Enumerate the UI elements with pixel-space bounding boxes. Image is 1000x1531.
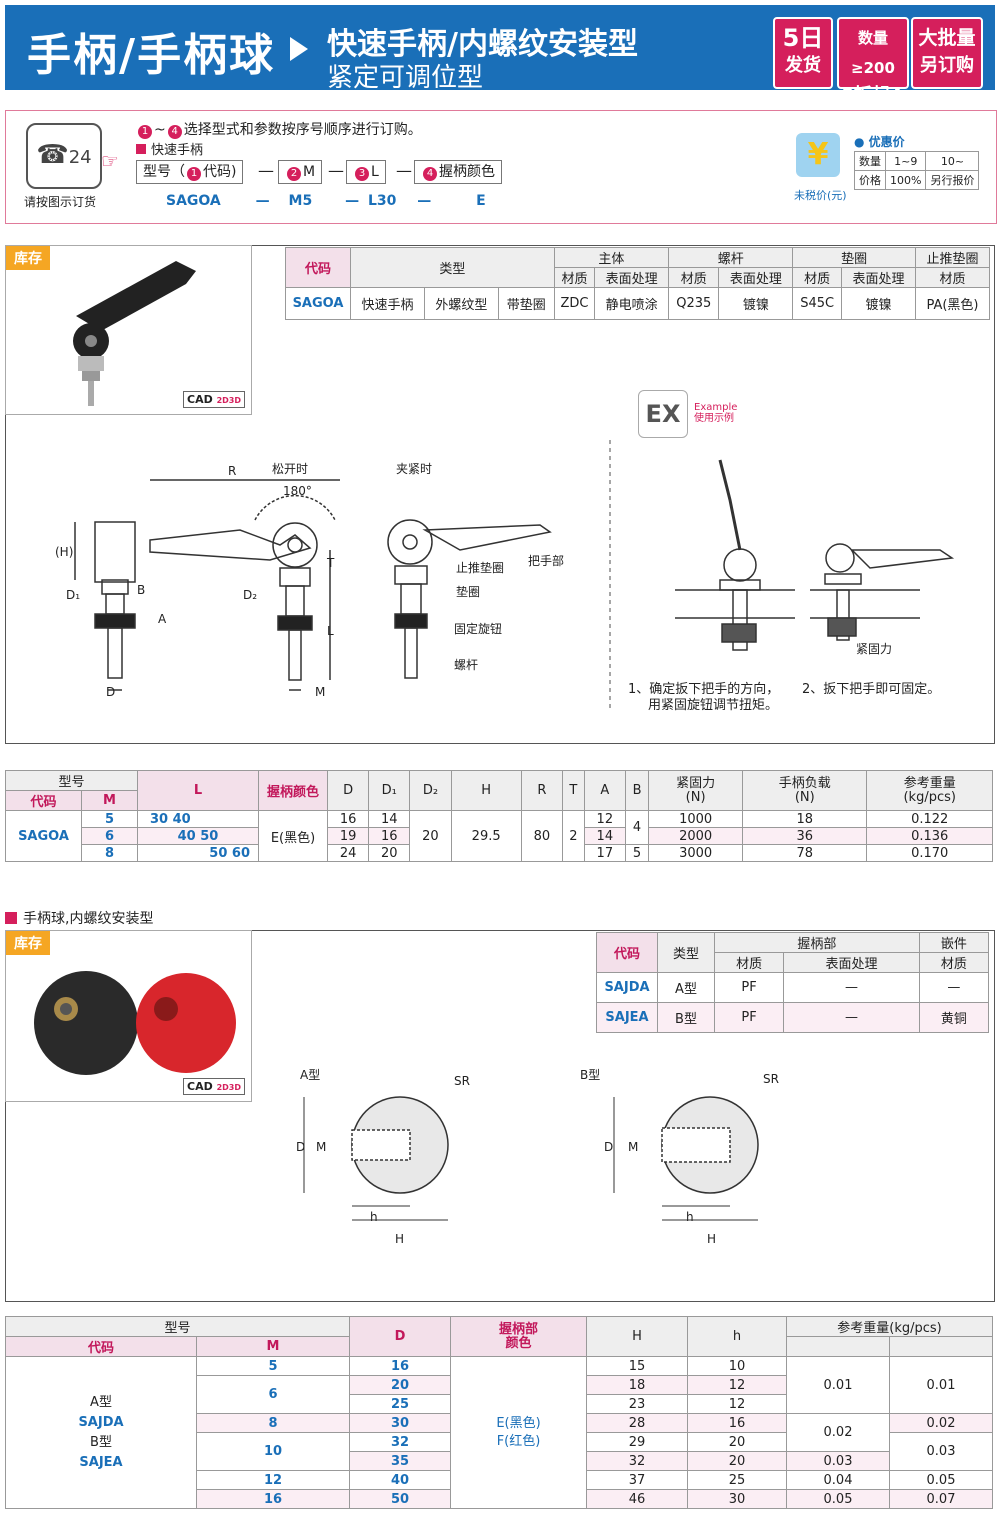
- label-closed: 夹紧时: [396, 462, 433, 476]
- label-force: 紧固力: [856, 642, 893, 656]
- dim-d: D: [106, 685, 116, 699]
- handle-product-image: [73, 261, 196, 406]
- dim-d1: D₁: [66, 588, 81, 602]
- dim-b: B: [137, 583, 146, 597]
- order-phone-label: 请按图示订货: [24, 195, 97, 209]
- dim-h-b: H: [707, 1232, 717, 1246]
- part-washer: 垫圈: [456, 585, 481, 599]
- section2-title: 手柄球,内螺纹安装型: [5, 908, 153, 928]
- dim-a: A: [158, 612, 167, 626]
- part-stop-washer: 止推垫圈: [456, 561, 505, 575]
- part-screw: 螺杆: [454, 658, 479, 672]
- part-handle: 把手部: [528, 554, 565, 568]
- label-type-a: A型: [300, 1068, 321, 1082]
- price-title: ● 优惠价: [854, 135, 905, 149]
- dim-m-a: M: [316, 1140, 327, 1154]
- dim-h-a: H: [395, 1232, 405, 1246]
- dim-angle: 180°: [283, 484, 312, 498]
- dim-m: M: [315, 685, 326, 699]
- dim-r: R: [228, 464, 237, 478]
- stock-label: 库存: [6, 931, 50, 955]
- handle-dimension-table: 型号 L 握柄颜色 D D₁ D₂ H R T A B 紧固力(N) 手柄负载(…: [5, 770, 993, 862]
- ex-icon: EX: [638, 390, 688, 438]
- step-1a: 1、确定扳下把手的方向，: [628, 682, 780, 697]
- dim-d-b: D: [604, 1140, 614, 1154]
- page-subtitle: 快速手柄/内螺纹安装型: [327, 27, 638, 62]
- handle-drawing-panel: [5, 245, 995, 744]
- cad-badge[interactable]: CAD 2D3D: [183, 391, 245, 408]
- part-knob: 固定旋钮: [454, 622, 503, 636]
- dim-h-small-b: h: [686, 1210, 694, 1224]
- handle-spec-table: 代码 类型 主体 螺杆 垫圈 止推垫圈 材质表面处理 材质表面处理 材质表面处理…: [285, 247, 991, 320]
- ball-product-image: [34, 971, 236, 1075]
- dim-h: (H): [55, 545, 74, 559]
- ball-drawing-panel: [5, 930, 995, 1302]
- step-1b: 用紧固旋钮调节扭矩。: [648, 698, 779, 713]
- yen-icon: ¥: [796, 133, 840, 177]
- price-note: 未税价(元): [794, 189, 847, 202]
- cad-badge[interactable]: CAD 2D3D: [183, 1078, 245, 1095]
- dim-h-small-a: h: [370, 1210, 378, 1224]
- dim-d-a: D: [296, 1140, 306, 1154]
- handle-photo: 库存 CAD 2D3D: [5, 245, 252, 415]
- dim-l: L: [327, 624, 334, 638]
- stock-label: 库存: [6, 246, 50, 270]
- dim-d2: D₂: [243, 588, 258, 602]
- order-example: SAGOA — M5 — L30 — E: [166, 193, 486, 209]
- page-subtitle-2: 紧定可调位型: [327, 63, 484, 93]
- ball-photo: 库存 CAD 2D3D: [5, 930, 252, 1102]
- ball-technical-drawing: [303, 1096, 759, 1221]
- dim-sr-b: SR: [763, 1072, 779, 1086]
- page-title: 手柄/手柄球: [27, 30, 276, 81]
- hand-pointer-icon: ☞: [101, 149, 119, 173]
- dim-sr-a: SR: [454, 1074, 470, 1088]
- badge-bulk: 大批量另订购: [911, 17, 983, 89]
- step-2: 2、扳下把手即可固定。: [802, 682, 941, 697]
- arrow-right-icon: [290, 37, 308, 61]
- badge-5day: 5日发货: [773, 17, 833, 89]
- dim-m-b: M: [628, 1140, 639, 1154]
- phone-24-icon: ☎24: [26, 123, 102, 189]
- order-product-label: 快速手柄: [136, 139, 203, 158]
- label-type-b: B型: [580, 1068, 601, 1082]
- handle-technical-drawing: [74, 440, 955, 710]
- dim-t: T: [327, 556, 335, 570]
- label-open: 松开时: [272, 462, 309, 476]
